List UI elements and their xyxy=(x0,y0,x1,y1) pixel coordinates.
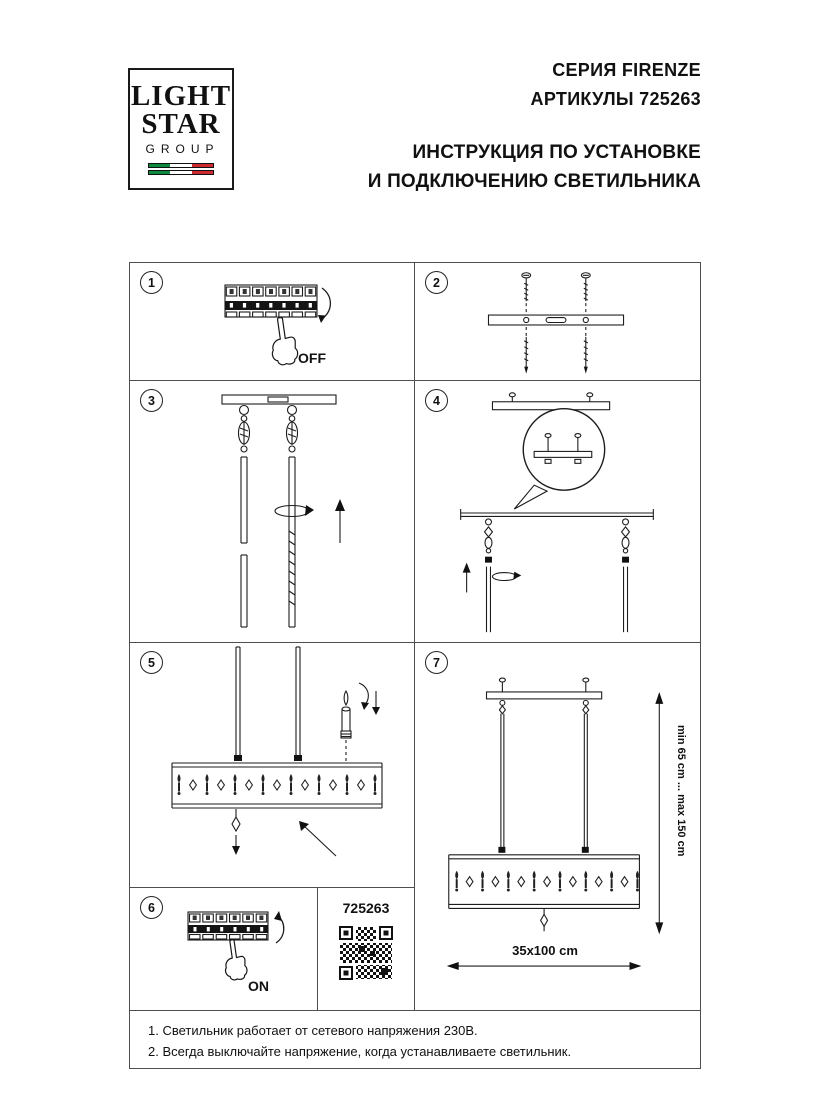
notes-section: 1. Светильник работает от сетевого напря… xyxy=(129,1010,701,1069)
logo-group: GROUP xyxy=(145,142,220,157)
step2-bracket-illustration xyxy=(487,272,625,374)
note-line-2: 2. Всегда выключайте напряжение, когда у… xyxy=(148,1044,572,1060)
brand-logo: LIGHT STAR GROUP xyxy=(128,68,234,190)
note-line-1: 1. Светильник работает от сетевого напря… xyxy=(148,1023,478,1038)
step-number-badge: 2 xyxy=(425,271,448,294)
article-number: 725263 xyxy=(342,900,390,916)
step-number-badge: 4 xyxy=(425,389,448,412)
logo-star: STAR xyxy=(141,107,221,140)
step6-panel: 6 xyxy=(129,887,415,1011)
step4-panel: 4 xyxy=(414,380,701,643)
dim-vertical-label: min 65 cm ... max 150 cm xyxy=(675,725,687,857)
step-number-badge: 6 xyxy=(140,896,163,919)
step-number-badge: 3 xyxy=(140,389,163,412)
header-text: СЕРИЯ FIRENZE АРТИКУЛЫ 725263 ИНСТРУКЦИЯ… xyxy=(368,60,701,197)
step3-panel: 3 xyxy=(129,380,415,643)
instruction-title: ИНСТРУКЦИЯ ПО УСТАНОВКЕ И ПОДКЛЮЧЕНИЮ СВ… xyxy=(368,138,701,197)
step2-panel: 2 xyxy=(414,262,701,381)
italian-flag-icon xyxy=(148,163,214,176)
qr-code xyxy=(337,924,395,982)
step6-breaker-on-illustration xyxy=(187,911,285,981)
dim-horizontal-label: 35x100 cm xyxy=(512,943,578,958)
step7-fixture-illustration xyxy=(446,677,664,970)
step3-rod-assembly-illustration xyxy=(221,394,345,628)
article-title: АРТИКУЛЫ 725263 xyxy=(530,89,701,109)
instruction-table: 1 xyxy=(129,262,701,1069)
step5-panel: 5 xyxy=(129,642,415,888)
step7-panel: 7 xyxy=(414,642,701,1011)
off-label: OFF xyxy=(298,350,326,366)
step-number-badge: 5 xyxy=(140,651,163,674)
step-number-badge: 1 xyxy=(140,271,163,294)
step5-band-illustration xyxy=(171,646,383,857)
logo-light: LIGHT xyxy=(130,79,232,112)
series-title: СЕРИЯ FIRENZE xyxy=(552,60,701,80)
on-label: ON xyxy=(248,978,269,994)
step1-panel: 1 xyxy=(129,262,415,381)
instruction-title-line1: ИНСТРУКЦИЯ ПО УСТАНОВКЕ xyxy=(412,142,701,163)
step1-breaker-off-illustration xyxy=(224,284,332,366)
article-qr-subpanel: 725263 xyxy=(317,888,414,1010)
step-number-badge: 7 xyxy=(425,651,448,674)
step4-detail-illustration xyxy=(460,392,654,633)
instruction-title-line2: И ПОДКЛЮЧЕНИЮ СВЕТИЛЬНИКА xyxy=(367,171,701,193)
